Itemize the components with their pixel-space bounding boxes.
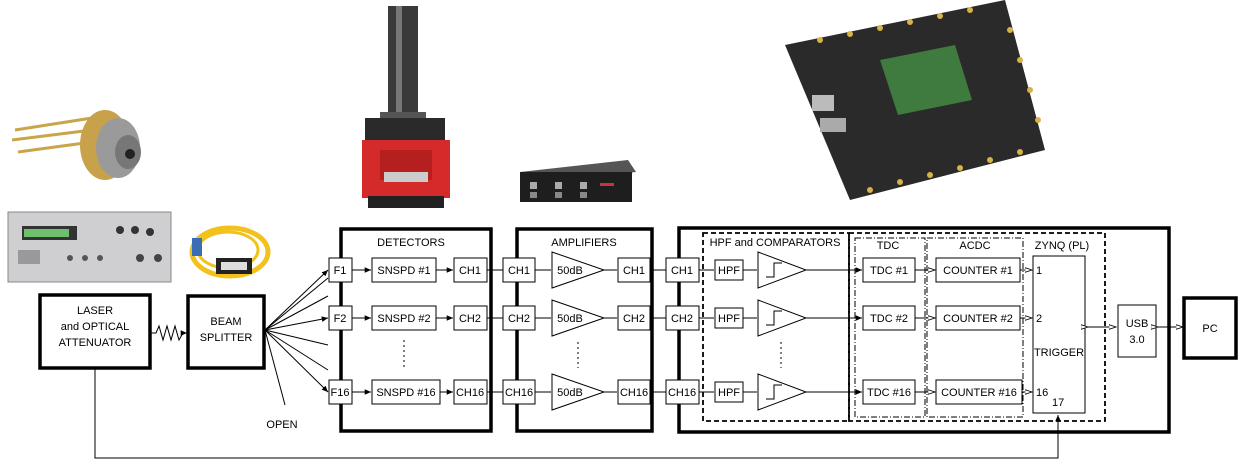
detector-out-label: CH1	[459, 265, 481, 277]
hpf-label: HPF	[718, 313, 740, 325]
laser-source-photo	[8, 212, 171, 282]
laser-label-1: LASER	[77, 305, 113, 317]
amp-out-label: CH2	[623, 313, 645, 325]
hpf-label: HPF	[718, 265, 740, 277]
splitter-label-2: SPLITTER	[200, 332, 253, 344]
laser-label-2: and OPTICAL	[61, 321, 129, 333]
fiber-label: F2	[334, 313, 347, 325]
snspd-label: SNSPD #16	[376, 387, 435, 399]
pc-label: PC	[1202, 323, 1217, 335]
laser-block: LASER and OPTICAL ATTENUATOR	[40, 295, 150, 368]
amp-in-label: CH1	[508, 265, 530, 277]
amp-out-label: CH1	[623, 265, 645, 277]
snspd-label: SNSPD #2	[377, 313, 430, 325]
zynq-port-16: 16	[1036, 387, 1048, 399]
usb-label-2: 3.0	[1129, 334, 1144, 346]
fpga-in-label: CH16	[668, 387, 696, 399]
counter-label: COUNTER #16	[941, 387, 1017, 399]
zynq-title: ZYNQ (PL)	[1035, 240, 1089, 252]
tdc-label: TDC #1	[870, 265, 908, 277]
splitter-fanout	[265, 270, 328, 405]
open-label: OPEN	[266, 419, 297, 431]
detector-out-label: CH2	[459, 313, 481, 325]
amp-out-label: CH16	[620, 387, 648, 399]
laser-label-3: ATTENUATOR	[59, 337, 132, 349]
cryostat-photo	[362, 6, 450, 208]
zynq-port-1: 1	[1036, 265, 1042, 277]
amp-in-label: CH2	[508, 313, 530, 325]
fiber-label: F16	[331, 387, 350, 399]
detectors-title: DETECTORS	[377, 237, 445, 249]
comparators-title: HPF and COMPARATORS	[710, 237, 841, 249]
fpga-in-label: CH1	[671, 265, 693, 277]
optical-fiber-link	[151, 326, 187, 340]
hpf-label: HPF	[718, 387, 740, 399]
splitter-block: BEAM SPLITTER	[188, 296, 264, 368]
snspd-label: SNSPD #1	[377, 265, 430, 277]
usb-block: USB 3.0	[1118, 305, 1156, 357]
fpga-in-label: CH2	[671, 313, 693, 325]
pc-block: PC	[1184, 298, 1236, 358]
fiber-splitter-photo	[192, 228, 268, 276]
splitter-label-1: BEAM	[210, 316, 241, 328]
zynq-port-2: 2	[1036, 313, 1042, 325]
gain-label: 50dB	[557, 265, 583, 277]
fpga-board-photo	[785, 0, 1045, 200]
amplifiers-title: AMPLIFIERS	[551, 237, 616, 249]
amp-in-label: CH16	[505, 387, 533, 399]
fpga-block	[679, 228, 1169, 432]
fiber-label: F1	[334, 265, 347, 277]
gain-label: 50dB	[557, 387, 583, 399]
counter-label: COUNTER #1	[943, 265, 1013, 277]
zynq-trigger-box: 1 2 16 17 TRIGGER	[1033, 256, 1085, 413]
trigger-label: TRIGGER	[1034, 347, 1084, 359]
counter-label: COUNTER #2	[943, 313, 1013, 325]
gain-label: 50dB	[557, 313, 583, 325]
usb-label-1: USB	[1126, 318, 1149, 330]
tdc-label: TDC #2	[870, 313, 908, 325]
acdc-title: ACDC	[959, 240, 990, 252]
tdc-title: TDC	[877, 240, 900, 252]
detector-out-label: CH16	[456, 387, 484, 399]
tdc-label: TDC #16	[867, 387, 911, 399]
amplifier-photo	[520, 160, 636, 202]
zynq-port-17: 17	[1052, 397, 1064, 409]
laser-diode-photo	[12, 110, 141, 180]
